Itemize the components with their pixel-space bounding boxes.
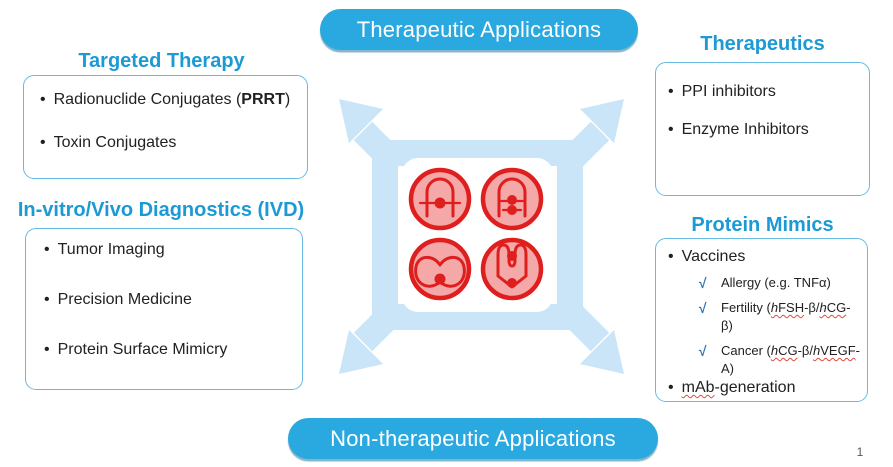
bullet-icon: • bbox=[668, 83, 674, 100]
bullet-icon: • bbox=[44, 241, 50, 258]
item-text: Vaccines bbox=[681, 248, 746, 265]
item-text: PPI inhibitors bbox=[681, 83, 776, 100]
item-text: Tumor Imaging bbox=[57, 241, 165, 258]
item-text: Toxin Conjugates bbox=[53, 134, 177, 151]
item-text: Enzyme Inhibitors bbox=[681, 121, 809, 138]
therapeutics-heading: Therapeutics bbox=[700, 33, 825, 55]
bullet-icon: • bbox=[40, 134, 46, 151]
item-text: mAb-generation bbox=[681, 379, 796, 396]
double-bridge-peptide-icon bbox=[480, 167, 544, 231]
protein-mimics-box: • Vaccines √ Allergy (e.g. TNFα) √ Ferti… bbox=[655, 238, 868, 402]
checklist-item: √ Allergy (e.g. TNFα) bbox=[698, 274, 861, 292]
twin-lobe-peptide-icon bbox=[408, 237, 472, 301]
item-text: Protein Surface Mimicry bbox=[57, 341, 228, 358]
bullet-icon: • bbox=[668, 379, 674, 396]
hairpin-peptide-icon bbox=[480, 237, 544, 301]
targeted-therapy-heading: Targeted Therapy bbox=[78, 50, 245, 72]
vaccines-checklist: √ Allergy (e.g. TNFα) √ Fertility (hFSH-… bbox=[698, 274, 861, 378]
bullet-icon: • bbox=[668, 248, 674, 265]
list-item: • Radionuclide Conjugates (PRRT) bbox=[40, 90, 299, 110]
list-item: • Vaccines bbox=[668, 247, 861, 267]
therapeutics-box: • PPI inhibitors • Enzyme Inhibitors bbox=[655, 62, 870, 196]
item-text: Allergy (e.g. TNFα) bbox=[721, 275, 831, 290]
checklist-item: √ Cancer (hCG-β/hVEGF-A) bbox=[698, 342, 861, 378]
list-item: • mAb-generation bbox=[668, 378, 861, 398]
non-therapeutic-applications-banner: Non-therapeutic Applications bbox=[288, 418, 658, 459]
list-item: • PPI inhibitors bbox=[668, 82, 863, 102]
check-icon: √ bbox=[698, 275, 706, 291]
item-text: Fertility (hFSH-β/hCG-β) bbox=[721, 300, 851, 333]
bullet-icon: • bbox=[668, 121, 674, 138]
bullet-icon: • bbox=[44, 291, 50, 308]
bullet-icon: • bbox=[44, 341, 50, 358]
list-item: • Precision Medicine bbox=[44, 290, 294, 310]
bullet-icon: • bbox=[40, 91, 46, 108]
targeted-therapy-box: • Radionuclide Conjugates (PRRT) • Toxin… bbox=[23, 75, 308, 179]
list-item: • Protein Surface Mimicry bbox=[44, 340, 294, 360]
expansion-arrows-graphic bbox=[339, 99, 624, 374]
item-text: Cancer (hCG-β/hVEGF-A) bbox=[721, 343, 860, 376]
therapeutic-applications-banner: Therapeutic Applications bbox=[320, 9, 638, 50]
item-text: Radionuclide Conjugates (PRRT) bbox=[53, 91, 291, 108]
protein-mimics-heading: Protein Mimics bbox=[691, 214, 834, 236]
page-number: 1 bbox=[856, 445, 864, 459]
ivd-box: • Tumor Imaging • Precision Medicine • P… bbox=[25, 228, 303, 390]
list-item: • Toxin Conjugates bbox=[40, 133, 299, 153]
item-text: Precision Medicine bbox=[57, 291, 192, 308]
check-icon: √ bbox=[698, 300, 706, 316]
four-way-arrows-icon bbox=[339, 99, 624, 374]
check-icon: √ bbox=[698, 343, 706, 359]
list-item: • Enzyme Inhibitors bbox=[668, 120, 863, 140]
list-item: • Tumor Imaging bbox=[44, 240, 294, 260]
ivd-heading: In-vitro/Vivo Diagnostics (IVD) bbox=[17, 199, 305, 221]
loop-peptide-icon bbox=[408, 167, 472, 231]
checklist-item: √ Fertility (hFSH-β/hCG-β) bbox=[698, 299, 861, 335]
